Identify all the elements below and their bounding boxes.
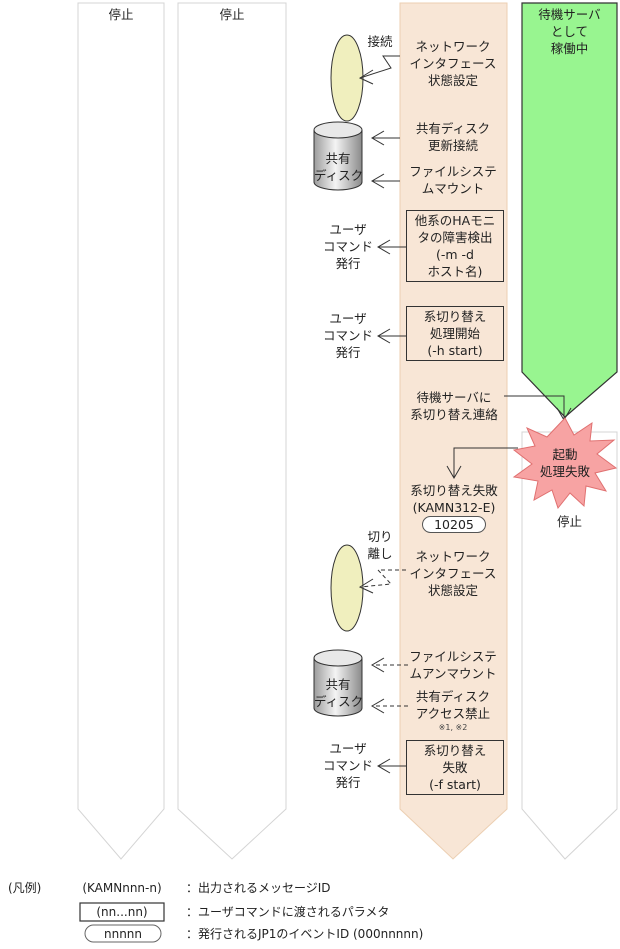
step-notes: ※1, ※2 [438, 723, 468, 732]
step-disk-block: 共有ディスクアクセス禁止 [415, 689, 491, 721]
detach-line [359, 569, 406, 588]
network-ellipse-1 [330, 34, 364, 122]
network-ellipse-2 [330, 544, 364, 632]
legend-sample-param: (nn...nn) [96, 905, 148, 919]
user-cmd-label-2: ユーザコマンド発行 [322, 311, 373, 360]
column-1-label: 停止 [108, 7, 134, 22]
connect-label: 接続 [367, 34, 393, 49]
user-cmd-label-3: ユーザコマンド発行 [322, 741, 373, 790]
step-network-setup-1: ネットワークインタフェース状態設定 [409, 39, 497, 88]
failure-return-line [453, 447, 518, 478]
user-cmd-label-1: ユーザコマンド発行 [322, 222, 373, 271]
legend-box-sample [79, 902, 165, 922]
step-disk-update: 共有ディスク更新接続 [415, 121, 491, 153]
burst-label: 起動処理失敗 [539, 447, 590, 479]
step-notify-standby: 待機サーバに系切り替え連絡 [410, 390, 498, 422]
step-switch-start: 系切り替え処理開始(-h start) [406, 306, 504, 361]
column-1-arrow [77, 2, 165, 860]
legend-sample-event: nnnnn [103, 927, 143, 941]
shared-disk-cylinder-1 [313, 121, 363, 191]
standby-line-2: として [550, 24, 589, 39]
connect-line [359, 55, 400, 79]
column-4-standby-label: 待機サーバ として 稼働中 [522, 6, 617, 57]
step-fs-mount: ファイルシステムマウント [409, 164, 497, 196]
startup-failure-burst [512, 417, 618, 510]
shared-disk-label-2: 共有ディスク [314, 677, 364, 709]
step-network-setup-2: ネットワークインタフェース状態設定 [409, 549, 497, 598]
column-4-stopped-arrow [521, 431, 618, 860]
column-4-standby-arrow [521, 2, 618, 418]
legend-desc-event: ：発行されるJP1のイベントID (000nnnnn) [186, 927, 424, 941]
detach-label: 切り離し [367, 529, 393, 561]
column-2-arrow [177, 2, 287, 860]
standby-line-1: 待機サーバ [538, 7, 601, 22]
step-switch-failed-cmd: 系切り替え失敗(-f start) [406, 740, 504, 795]
step-switch-fail: 系切り替え失敗(KAMN312-E) [410, 483, 498, 515]
legend-title: (凡例) [8, 881, 42, 895]
event-id-badge: 10205 [422, 516, 486, 533]
notify-standby-line [504, 395, 565, 420]
column-2-label: 停止 [219, 7, 245, 22]
step-fs-unmount: ファイルシステムアンマウント [409, 649, 497, 681]
legend-sample-message: (KAMNnnn-n) [82, 881, 162, 895]
column-3-arrow [399, 2, 508, 860]
shared-disk-label-1: 共有ディスク [314, 151, 364, 183]
connect-arrowhead [358, 69, 374, 85]
legend-desc-param: ：ユーザコマンドに渡されるパラメタ [186, 905, 390, 919]
legend-desc-message: ：出力されるメッセージID [186, 881, 331, 895]
column-4-stopped-label: 停止 [556, 514, 582, 529]
shared-disk-cylinder-2 [313, 649, 363, 717]
standby-line-3: 稼働中 [550, 41, 589, 56]
legend-pill-sample [84, 924, 162, 943]
